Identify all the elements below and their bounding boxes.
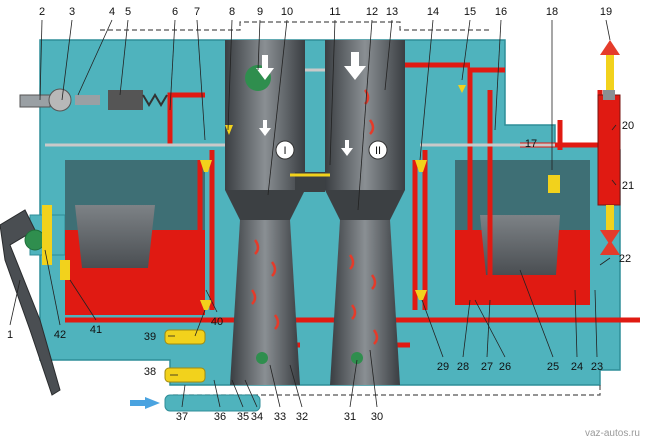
left-float-chamber	[65, 160, 205, 315]
air-jet-primary	[225, 125, 233, 135]
jets	[60, 85, 560, 310]
part-number-11: 11	[329, 6, 340, 18]
part-number-17: 17	[525, 138, 537, 150]
part-number-10: 10	[281, 6, 293, 18]
part-number-14: 14	[427, 6, 439, 18]
primary-mixing-chamber	[230, 220, 300, 385]
part-number-25: 25	[547, 361, 559, 373]
part-number-36: 36	[214, 411, 226, 423]
part-number-22: 22	[619, 253, 631, 265]
part-number-1: 1	[7, 329, 13, 341]
primary-label-circle	[275, 140, 295, 160]
part-number-3: 3	[69, 6, 75, 18]
throttle-lever	[0, 205, 61, 396]
return-line	[170, 385, 601, 396]
part-number-28: 28	[457, 361, 469, 373]
part-number-23: 23	[591, 361, 603, 373]
part-number-41: 41	[90, 324, 102, 336]
part-number-42: 42	[54, 329, 66, 341]
throttle-axis-primary	[256, 352, 268, 364]
part-number-30: 30	[371, 411, 383, 423]
part-number-24: 24	[571, 361, 583, 373]
main-jet-primary	[200, 160, 212, 172]
part-number-4: 4	[109, 6, 115, 18]
left-float	[75, 205, 155, 268]
vacuum-fittings	[130, 329, 261, 412]
part-number-7: 7	[194, 6, 200, 18]
part-number-16: 16	[495, 6, 507, 18]
part-number-27: 27	[481, 361, 493, 373]
fuel-inflow-arrow	[145, 397, 160, 409]
part-number-5: 5	[125, 6, 131, 18]
part-number-19: 19	[600, 6, 612, 18]
watermark: vaz-autos.ru	[585, 428, 640, 439]
part-number-2: 2	[39, 6, 45, 18]
down-arrow	[600, 230, 620, 245]
part-number-32: 32	[296, 411, 308, 423]
part-number-31: 31	[344, 411, 356, 423]
part-number-29: 29	[437, 361, 449, 373]
fuel-jet-secondary	[415, 290, 427, 300]
fuel-inlet-fitting	[597, 40, 621, 255]
part-number-6: 6	[172, 6, 178, 18]
part-number-21: 21	[622, 180, 634, 192]
part-number-26: 26	[499, 361, 511, 373]
mixture-swirls	[250, 89, 379, 345]
primary-chamber: I	[225, 40, 305, 385]
pneumatic-actuator	[108, 90, 143, 110]
part-number-37: 37	[176, 411, 188, 423]
part-number-33: 33	[274, 411, 286, 423]
part-number-8: 8	[229, 6, 235, 18]
part-number-39: 39	[144, 331, 156, 343]
part-number-labels: 2 3 4 5 6 7 8 9 10 11 12 13 14 15 16 18 …	[7, 6, 634, 423]
part-number-34: 34	[251, 411, 263, 423]
secondary-chamber: II	[325, 40, 405, 385]
secondary-label-circle	[368, 140, 388, 160]
part-number-20: 20	[622, 120, 634, 132]
part-number-12: 12	[366, 6, 378, 18]
air-jet-transition	[458, 85, 466, 93]
throttle-axis-secondary	[351, 352, 363, 364]
part-number-18: 18	[546, 6, 558, 18]
secondary-label: II	[375, 145, 381, 157]
vacuum-line	[100, 21, 490, 31]
part-number-35: 35	[237, 411, 249, 423]
part-number-15: 15	[464, 6, 476, 18]
secondary-mixing-chamber	[330, 220, 400, 385]
part-number-13: 13	[386, 6, 398, 18]
main-jet-secondary	[415, 160, 427, 172]
leader-lines	[9, 19, 617, 408]
up-arrow	[600, 40, 620, 55]
small-diffuser	[295, 172, 325, 192]
lower-up-arrow	[600, 240, 620, 255]
right-float	[480, 215, 560, 275]
primary-label: I	[283, 145, 286, 157]
part-number-40: 40	[211, 316, 223, 328]
fuel-jet-primary	[200, 300, 212, 310]
idle-jet	[60, 260, 70, 280]
part-number-9: 9	[257, 6, 263, 18]
part-number-38: 38	[144, 366, 156, 378]
needle-valve	[548, 175, 560, 193]
right-float-chamber	[455, 160, 590, 305]
air-flow-arrows	[256, 52, 366, 156]
choke-linkage	[19, 88, 168, 112]
